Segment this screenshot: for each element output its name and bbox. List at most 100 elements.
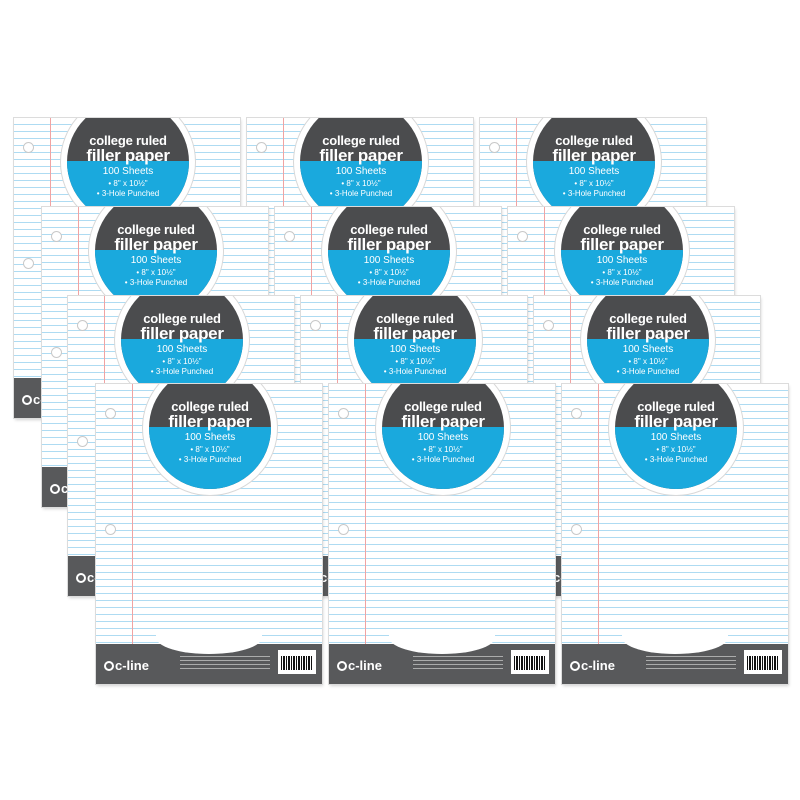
label-line2: filler paper: [401, 412, 485, 431]
brand-mark-icon: [22, 395, 32, 405]
pack-footer: c-line: [329, 634, 555, 684]
label-line1: college ruled: [171, 399, 249, 414]
label-size: • 8" x 10½": [369, 268, 409, 277]
punch-hole-icon: [338, 408, 349, 419]
label-size: • 8" x 10½": [628, 357, 668, 366]
label-holes: • 3-Hole Punched: [124, 278, 188, 287]
brand-mark-icon: [50, 484, 60, 494]
label-size: • 8" x 10½": [108, 179, 148, 188]
label-holes: • 3-Hole Punched: [383, 367, 447, 376]
punch-hole-icon: [105, 524, 116, 535]
label-line1: college ruled: [89, 133, 167, 148]
label-sheets: 100 Sheets: [389, 344, 441, 355]
label-size: • 8" x 10½": [162, 357, 202, 366]
fine-print: [646, 656, 736, 672]
label-line2: filler paper: [552, 146, 636, 165]
label-holes: • 3-Hole Punched: [96, 189, 160, 198]
label-holes: • 3-Hole Punched: [150, 367, 214, 376]
label-holes: • 3-Hole Punched: [329, 189, 393, 198]
label-circle: college ruled filler paper 100 Sheets • …: [382, 384, 504, 489]
brand-mark-icon: [337, 661, 347, 671]
barcode-icon: [744, 650, 782, 674]
label-circle: college ruled filler paper 100 Sheets • …: [328, 207, 450, 312]
label-sheets: 100 Sheets: [156, 344, 208, 355]
punch-hole-icon: [77, 320, 88, 331]
pack-footer: c-line: [96, 634, 322, 684]
brand-name: c-line: [115, 658, 149, 673]
label-sheets: 100 Sheets: [568, 166, 620, 177]
punch-hole-icon: [517, 231, 528, 242]
label-sheets: 100 Sheets: [102, 166, 154, 177]
footer-curve: [156, 634, 262, 654]
brand-name: c-line: [348, 658, 382, 673]
label-size: • 8" x 10½": [395, 357, 435, 366]
fine-print: [413, 656, 503, 672]
label-line2: filler paper: [373, 324, 457, 343]
label-line2: filler paper: [606, 324, 690, 343]
label-sheets: 100 Sheets: [596, 255, 648, 266]
label-line2: filler paper: [634, 412, 718, 431]
label-line2: filler paper: [319, 146, 403, 165]
punch-hole-icon: [105, 408, 116, 419]
label-line1: college ruled: [117, 222, 195, 237]
footer-curve: [389, 634, 495, 654]
punch-hole-icon: [23, 258, 34, 269]
label-circle: college ruled filler paper 100 Sheets • …: [615, 384, 737, 489]
punch-hole-icon: [310, 320, 321, 331]
label-size: • 8" x 10½": [656, 445, 696, 454]
punch-hole-icon: [51, 347, 62, 358]
footer-curve: [622, 634, 728, 654]
brand-name: c-line: [581, 658, 615, 673]
label-line1: college ruled: [404, 399, 482, 414]
label-holes: • 3-Hole Punched: [411, 455, 475, 464]
brand-logo: c-line: [337, 658, 382, 673]
label-circle: college ruled filler paper 100 Sheets • …: [561, 207, 683, 312]
punch-hole-icon: [23, 142, 34, 153]
label-line2: filler paper: [580, 235, 664, 254]
label-size: • 8" x 10½": [341, 179, 381, 188]
label-sheets: 100 Sheets: [417, 432, 469, 443]
brand-mark-icon: [570, 661, 580, 671]
label-sheets: 100 Sheets: [650, 432, 702, 443]
label-holes: • 3-Hole Punched: [357, 278, 421, 287]
label-sheets: 100 Sheets: [363, 255, 415, 266]
label-holes: • 3-Hole Punched: [178, 455, 242, 464]
fine-print: [180, 656, 270, 672]
label-size: • 8" x 10½": [574, 179, 614, 188]
label-seal: college ruled filler paper 100 Sheets • …: [608, 384, 744, 496]
punch-hole-icon: [338, 524, 349, 535]
label-line1: college ruled: [350, 222, 428, 237]
punch-hole-icon: [77, 436, 88, 447]
label-line2: filler paper: [114, 235, 198, 254]
margin-line: [365, 384, 366, 646]
label-holes: • 3-Hole Punched: [590, 278, 654, 287]
filler-paper-pack: college ruled filler paper 100 Sheets • …: [562, 384, 788, 684]
brand-logo: c-line: [104, 658, 149, 673]
label-size: • 8" x 10½": [423, 445, 463, 454]
margin-line: [132, 384, 133, 646]
label-band: [615, 427, 737, 489]
label-seal: college ruled filler paper 100 Sheets • …: [375, 384, 511, 496]
punch-hole-icon: [543, 320, 554, 331]
label-holes: • 3-Hole Punched: [562, 189, 626, 198]
punch-hole-icon: [489, 142, 500, 153]
brand-mark-icon: [104, 661, 114, 671]
barcode-icon: [511, 650, 549, 674]
label-line2: filler paper: [168, 412, 252, 431]
punch-hole-icon: [51, 231, 62, 242]
label-band: [149, 427, 271, 489]
label-seal: college ruled filler paper 100 Sheets • …: [142, 384, 278, 496]
punch-hole-icon: [284, 231, 295, 242]
label-size: • 8" x 10½": [136, 268, 176, 277]
brand-mark-icon: [76, 573, 86, 583]
filler-paper-pack: college ruled filler paper 100 Sheets • …: [96, 384, 322, 684]
label-circle: college ruled filler paper 100 Sheets • …: [149, 384, 271, 489]
label-sheets: 100 Sheets: [130, 255, 182, 266]
label-sheets: 100 Sheets: [335, 166, 387, 177]
label-sheets: 100 Sheets: [184, 432, 236, 443]
barcode-icon: [278, 650, 316, 674]
punch-hole-icon: [571, 524, 582, 535]
filler-paper-pack: college ruled filler paper 100 Sheets • …: [329, 384, 555, 684]
label-line2: filler paper: [347, 235, 431, 254]
